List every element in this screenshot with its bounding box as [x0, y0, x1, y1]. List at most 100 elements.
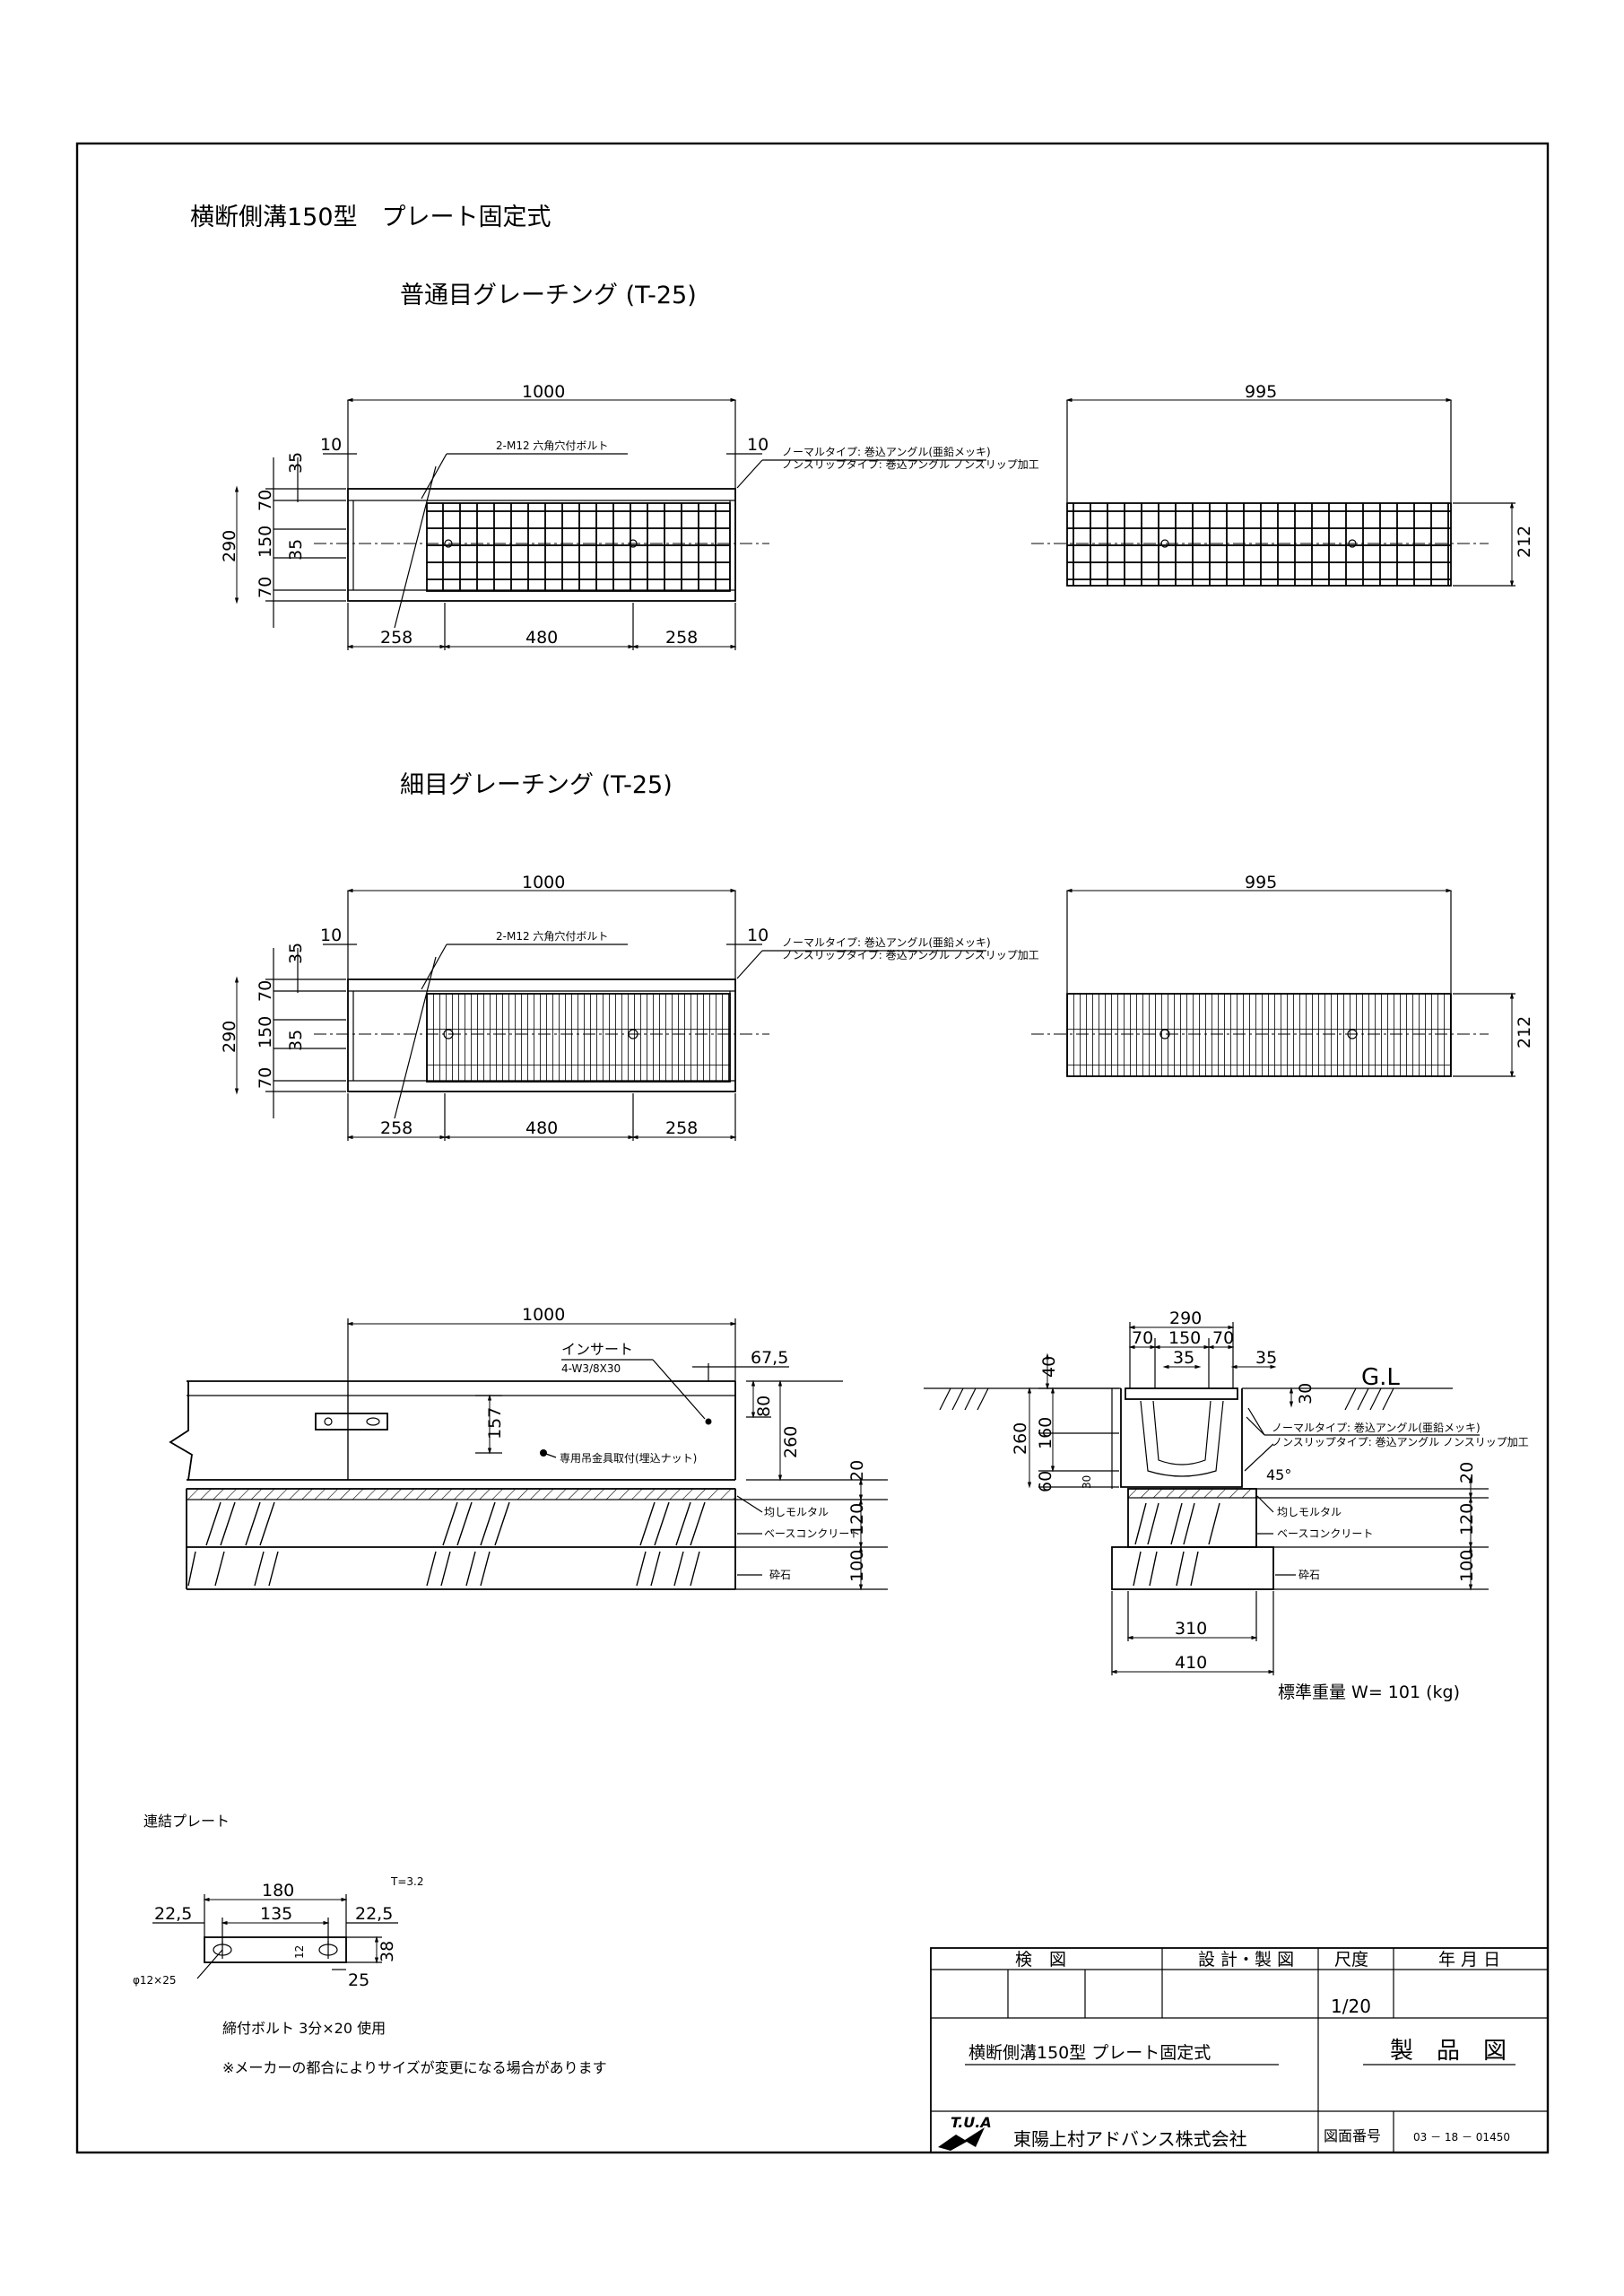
- dim-edge-right: 10: [747, 926, 769, 945]
- tb-date-header: 年 月 日: [1438, 1950, 1500, 1970]
- dim-total: 1000: [522, 382, 565, 402]
- side-dim-total: 1000: [522, 1305, 565, 1325]
- side-dim-100: 100: [847, 1550, 867, 1582]
- dim-edge-right: 10: [747, 435, 769, 455]
- plate-title: 連結プレート: [143, 1813, 230, 1830]
- side-dim-120: 120: [847, 1503, 867, 1535]
- tb-design-header: 設 計・製 図: [1198, 1950, 1294, 1970]
- tb-kenzu-header: 検 図: [1015, 1950, 1066, 1970]
- sec-dim-30b: 30: [1081, 1475, 1093, 1489]
- sec-dim-70b: 70: [1212, 1328, 1234, 1348]
- dim-seg-mid: 480: [525, 1118, 558, 1138]
- plate-hole: φ12×25: [133, 1974, 177, 1987]
- dim-h-d: 70: [256, 577, 275, 598]
- side-dim-157: 157: [485, 1407, 505, 1439]
- side-mortar-label: 均しモルタル: [764, 1506, 829, 1518]
- plate-size-note: ※メーカーの都合によりサイズが変更になる場合があります: [222, 2059, 607, 2076]
- plate-dim-135: 135: [260, 1904, 292, 1924]
- dim-height-total: 290: [220, 1021, 239, 1053]
- note-normal-type: ノーマルタイプ: 巻込アングル(亜鉛メッキ): [782, 446, 991, 458]
- dim-h-c: 35: [286, 1030, 306, 1051]
- dim-top-35: 35: [286, 943, 306, 964]
- dim-seg-left: 258: [380, 1118, 413, 1138]
- sec-dim-410: 410: [1175, 1653, 1207, 1673]
- sec-dim-260: 260: [1011, 1422, 1030, 1455]
- dim-seg-left: 258: [380, 628, 413, 648]
- dim-seg-right: 258: [665, 628, 698, 648]
- dim-h-c: 35: [286, 539, 306, 561]
- hanger-label: 専用吊金具取付(埋込ナット): [560, 1451, 697, 1465]
- sec-dim-40: 40: [1039, 1356, 1059, 1378]
- plate-bolt-note: 締付ボルト 3分×20 使用: [222, 2020, 386, 2037]
- standard-weight: 標準重量 W= 101 (kg): [1278, 1683, 1460, 1702]
- sec-dim-60: 60: [1036, 1471, 1055, 1492]
- section-title-fine: 細目グレーチング (T-25): [400, 771, 673, 799]
- note-nonslip-type: ノンスリップタイプ: 巻込アングル ノンスリップ加工: [782, 949, 1039, 961]
- sec-dim-30a: 30: [1296, 1383, 1316, 1405]
- dim-h-d: 70: [256, 1067, 275, 1089]
- dim-edge-left: 10: [320, 435, 342, 455]
- gl-label: G.L: [1361, 1364, 1400, 1391]
- bolt-label: 2-M12 六角穴付ボルト: [496, 439, 608, 452]
- note-nonslip-type: ノンスリップタイプ: 巻込アングル ノンスリップ加工: [782, 458, 1039, 471]
- tb-company-name: 東陽上村アドバンス株式会社: [1013, 2128, 1247, 2150]
- dim-h-a: 70: [256, 490, 275, 511]
- plate-dim-225-right: 22,5: [355, 1904, 393, 1924]
- dim-grating-width: 212: [1515, 1016, 1534, 1048]
- dim-seg-right: 258: [665, 1118, 698, 1138]
- sec-dim-290: 290: [1169, 1309, 1202, 1328]
- plate-dim-38: 38: [378, 1941, 397, 1962]
- title-block: 検 図 設 計・製 図 尺度 年 月 日 1/20 横断側溝150型 プレート固…: [930, 1947, 1549, 2153]
- sec-dim-35a: 35: [1173, 1348, 1194, 1368]
- plate-dim-25: 25: [348, 1970, 369, 1990]
- sec-gravel-label: 砕石: [1298, 1568, 1320, 1581]
- plan-view-normal: 1000 10 10 2-M12 六角穴付ボルト ノーマルタイプ: 巻込アングル…: [220, 382, 1039, 650]
- grating-view-fine: 995 212: [1031, 873, 1534, 1078]
- tb-logo-mark: [938, 2127, 985, 2151]
- dim-grating-length: 995: [1245, 873, 1277, 892]
- sec-dim-310: 310: [1175, 1619, 1207, 1639]
- dim-h-b: 150: [256, 1016, 275, 1048]
- note-normal-type: ノーマルタイプ: 巻込アングル(亜鉛メッキ): [782, 936, 991, 949]
- section-title-normal: 普通目グレーチング (T-25): [400, 282, 697, 309]
- dim-top-35: 35: [286, 452, 306, 474]
- sec-mortar-label: 均しモルタル: [1277, 1506, 1342, 1518]
- plate-dim-12: 12: [293, 1945, 306, 1959]
- drawing-title: 横断側溝150型 プレート固定式: [190, 204, 551, 231]
- bolt-label: 2-M12 六角穴付ボルト: [496, 929, 608, 943]
- sec-dim-100: 100: [1457, 1550, 1477, 1582]
- side-dim-260: 260: [781, 1426, 801, 1458]
- cross-section: 290 70 150 70 35 35 G.L 40 30 260: [924, 1309, 1529, 1675]
- sec-angle-45: 45°: [1266, 1466, 1291, 1483]
- tb-drawing-name: 横断側溝150型 プレート固定式: [968, 2043, 1211, 2063]
- plate-thickness: T=3.2: [390, 1875, 423, 1888]
- sec-dim-70a: 70: [1132, 1328, 1153, 1348]
- tb-company-logo: T.U.A: [951, 2114, 992, 2131]
- dim-total: 1000: [522, 873, 565, 892]
- plate-dim-225-left: 22,5: [154, 1904, 192, 1924]
- side-base-label: ベースコンクリート: [764, 1527, 860, 1540]
- plate-dim-180: 180: [262, 1881, 294, 1900]
- insert-label: インサート: [561, 1341, 633, 1358]
- tb-drawing-number: 03 － 18 － 01450: [1413, 2131, 1510, 2144]
- plan-view-fine: 1000 10 10 2-M12 六角穴付ボルト ノーマルタイプ: 巻込アングル…: [220, 873, 1039, 1141]
- tb-scale-value: 1/20: [1331, 1996, 1371, 2017]
- insert-spec: 4-W3/8X30: [561, 1362, 621, 1375]
- side-dim-80: 80: [754, 1396, 774, 1417]
- dim-grating-width: 212: [1515, 526, 1534, 558]
- dim-h-b: 150: [256, 526, 275, 558]
- sec-dim-150: 150: [1168, 1328, 1201, 1348]
- side-dim-675: 67,5: [751, 1348, 788, 1368]
- dim-seg-mid: 480: [525, 628, 558, 648]
- sec-dim-120: 120: [1457, 1503, 1477, 1535]
- dim-height-total: 290: [220, 530, 239, 562]
- sec-note-normal: ノーマルタイプ: 巻込アングル(亜鉛メッキ): [1272, 1422, 1481, 1434]
- sec-note-nonslip: ノンスリップタイプ: 巻込アングル ノンスリップ加工: [1272, 1436, 1529, 1448]
- tb-scale-header: 尺度: [1334, 1950, 1368, 1970]
- sheet-border: [75, 142, 1550, 2154]
- grating-view-normal: 995 212: [1031, 382, 1534, 587]
- side-dim-20: 20: [847, 1460, 867, 1482]
- sec-dim-160: 160: [1036, 1417, 1055, 1449]
- tb-drawing-number-header: 図面番号: [1324, 2127, 1381, 2144]
